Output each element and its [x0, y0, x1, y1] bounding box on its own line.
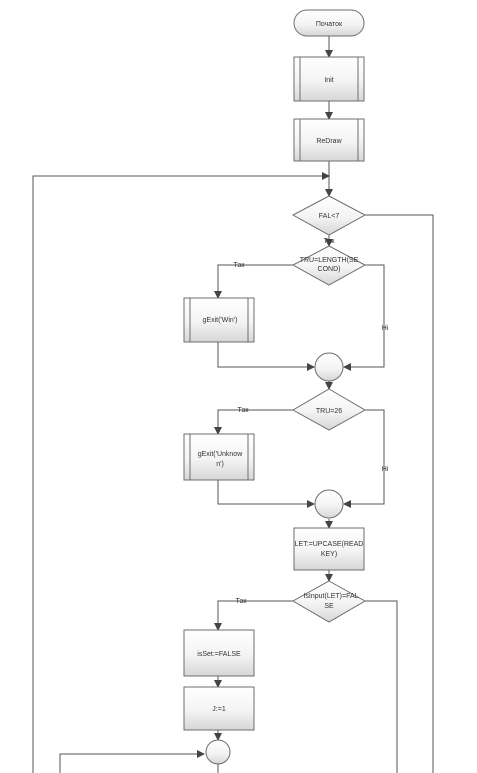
edge-trulen-yes: [214, 264, 293, 299]
fal-yes-label: Так: [324, 238, 336, 245]
edge-isinput-yes: [214, 600, 293, 631]
tru26-label: TRU=26: [316, 408, 342, 415]
trulen-decision: [291, 245, 367, 286]
edge-loop-back-inner: [59, 750, 205, 773]
init-block: [293, 56, 365, 102]
trulen-label-line1: TRU=LENGTH(SE: [300, 257, 359, 264]
edge-fal-no: [361, 214, 434, 773]
isinput-decision: [291, 580, 367, 623]
tru26-no-label: Ні: [382, 465, 389, 473]
edge-loop-back-outer: [32, 172, 330, 773]
let-label-line1: LET:=UPCASE(READ: [295, 541, 364, 548]
isinput-label-line1: IsInput(LET)=FAL: [303, 593, 358, 600]
let-process: [293, 527, 365, 571]
j-process: [183, 686, 255, 731]
edge-trulen-no: [343, 264, 385, 371]
start-label: Початок: [316, 21, 343, 28]
edge-tru26-no: [343, 409, 385, 508]
j-label: J:=1: [212, 706, 226, 713]
isset-label: isSet:=FALSE: [197, 651, 241, 658]
isset-process: [183, 629, 255, 677]
merge-connector-2: [314, 489, 344, 519]
merge-connector-3: [205, 739, 231, 765]
trulen-no-label: Ні: [382, 324, 389, 332]
gexit-unknown-block: [183, 433, 255, 481]
let-label-line2: KEY): [321, 551, 337, 558]
merge-connector-1: [314, 352, 344, 382]
fal-label: FAL<7: [319, 213, 340, 220]
trulen-yes-label: Так: [234, 262, 246, 269]
trulen-label-line2: COND): [318, 266, 341, 273]
init-label: Init: [324, 77, 333, 84]
edge-isinput-no: [365, 600, 398, 773]
edge-gexitunknown-merge: [217, 480, 315, 508]
gexit-win-block: [183, 297, 255, 343]
gexit-unknown-label-line1: gExit('Unknow: [198, 451, 243, 458]
isinput-yes-label: Так: [236, 598, 248, 605]
edge-gexitwin-merge: [217, 342, 315, 371]
start-terminator: [293, 9, 365, 37]
redraw-block: [293, 118, 365, 162]
gexit-win-label: gExit('Win'): [203, 317, 238, 324]
edge-tru26-yes: [214, 409, 293, 435]
tru26-yes-label: Так: [238, 407, 250, 414]
connectors: [32, 36, 434, 773]
fal-decision: [291, 195, 367, 236]
gexit-unknown-label-line2: n'): [216, 461, 224, 468]
tru26-decision: [291, 388, 367, 431]
redraw-label: ReDraw: [316, 138, 342, 145]
isinput-label-line2: SE: [324, 603, 334, 610]
